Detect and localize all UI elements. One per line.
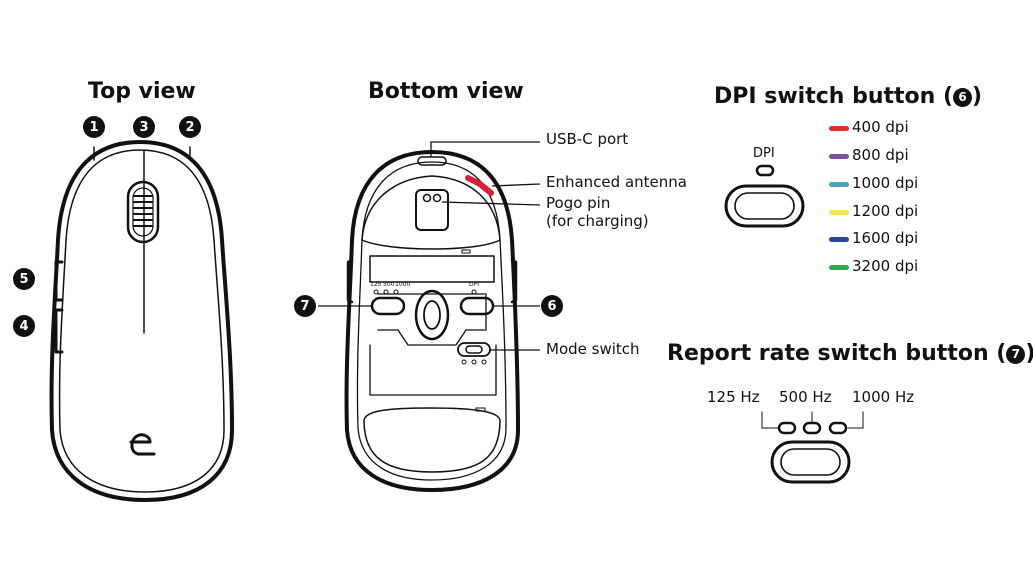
dpi-color-3200 [829, 265, 849, 270]
bottom-rate-1000: 1000 [395, 281, 411, 288]
rate-label-125: 125 Hz [707, 388, 760, 406]
top-view-title: Top view [88, 79, 196, 104]
dpi-level-3200: 3200 dpi [852, 257, 919, 275]
badge-dpi-button: 6 [541, 295, 563, 317]
dpi-level-1000: 1000 dpi [852, 174, 919, 192]
dpi-title-end: ) [972, 84, 983, 109]
dpi-level-800: 800 dpi [852, 146, 909, 164]
report-title-end: ) [1025, 341, 1033, 366]
rate-label-500: 500 Hz [779, 388, 832, 406]
label-pogo-pin: Pogo pin [546, 194, 611, 212]
dpi-level-1600: 1600 dpi [852, 229, 919, 247]
dpi-section-title: DPI switch button (6) [714, 86, 982, 108]
label-enhanced-antenna: Enhanced antenna [546, 173, 687, 191]
report-title-number: 7 [1006, 344, 1026, 364]
bottom-view-title: Bottom view [368, 79, 524, 104]
dpi-title-text: DPI switch button ( [714, 84, 954, 109]
dpi-color-800 [829, 154, 849, 159]
mouse-top-outline [49, 140, 234, 502]
label-usb-c-port: USB-C port [546, 130, 629, 148]
rate-label-1000: 1000 Hz [852, 388, 915, 406]
label-pogo-pin-sub: (for charging) [546, 212, 649, 230]
dpi-color-1600 [829, 237, 849, 242]
leader-lines [318, 141, 541, 351]
bottom-rate-125: 125 [370, 281, 382, 288]
zowie-logo-icon [129, 433, 156, 456]
dpi-color-1000 [829, 182, 849, 187]
label-mode-switch: Mode switch [546, 340, 640, 358]
dpi-button-illustration [724, 164, 805, 228]
badge-report-rate-button: 7 [294, 295, 316, 317]
badge-button-4: 4 [13, 315, 35, 337]
mouse-bottom-outline [344, 150, 520, 492]
badge-button-1: 1 [83, 116, 105, 138]
report-rate-illustration [761, 411, 864, 484]
dpi-title-number: 6 [953, 87, 973, 107]
bottom-dpi-text: DPI [469, 281, 480, 288]
dpi-button-label: DPI [753, 146, 775, 161]
badge-button-3: 3 [133, 116, 155, 138]
badge-button-2: 2 [179, 116, 201, 138]
dpi-level-400: 400 dpi [852, 118, 909, 136]
bottom-rate-500: 500 [383, 281, 395, 288]
antenna-marker [465, 175, 494, 196]
badge-button-5: 5 [13, 268, 35, 290]
dpi-level-1200: 1200 dpi [852, 202, 919, 220]
report-section-title: Report rate switch button (7) [667, 343, 1033, 365]
dpi-color-400 [829, 126, 849, 131]
dpi-color-1200 [829, 210, 849, 215]
report-title-text: Report rate switch button ( [667, 341, 1007, 366]
